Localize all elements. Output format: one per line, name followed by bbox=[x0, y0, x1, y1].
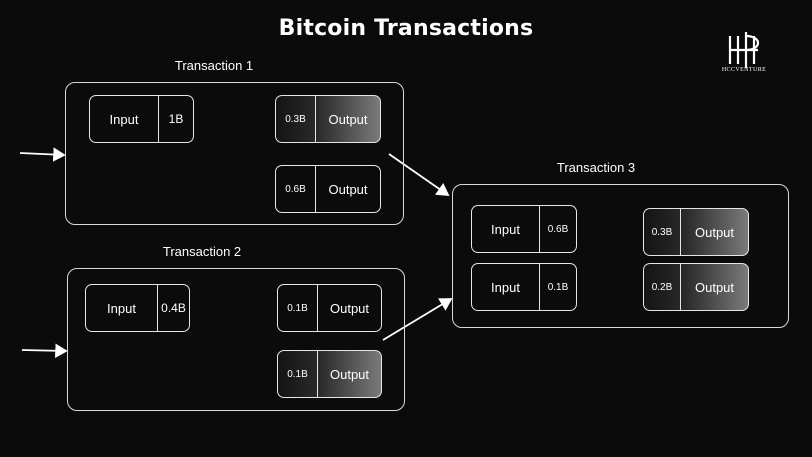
tx3-output-2: 0.2B Output bbox=[643, 263, 749, 311]
output-amount: 0.1B bbox=[287, 302, 308, 314]
output-label: Output bbox=[315, 96, 380, 142]
output-amount: 0.2B bbox=[651, 281, 673, 293]
tx2-output-2: 0.1B Output bbox=[277, 350, 382, 398]
output-label: Output bbox=[315, 166, 380, 212]
tx1-output-2: 0.6B Output bbox=[275, 165, 381, 213]
transaction-1-label: Transaction 1 bbox=[174, 58, 254, 73]
input-amount: 0.4B bbox=[157, 285, 189, 331]
input-label: Input bbox=[491, 221, 520, 237]
transaction-3-label: Transaction 3 bbox=[556, 160, 636, 175]
output-amount: 0.3B bbox=[285, 113, 306, 125]
transaction-1-box bbox=[65, 82, 404, 225]
output-label: Output bbox=[317, 285, 381, 331]
logo-icon bbox=[728, 32, 760, 68]
arrow-into-tx2 bbox=[21, 343, 68, 358]
output-amount: 0.1B bbox=[287, 368, 308, 380]
arrow-tx2-to-tx3 bbox=[382, 298, 453, 341]
transaction-2-box bbox=[67, 268, 405, 411]
input-label: Input bbox=[491, 279, 520, 295]
output-label: Output bbox=[680, 264, 748, 310]
input-amount: 0.6B bbox=[539, 206, 576, 252]
logo-text: HCCVENTURE bbox=[721, 67, 767, 73]
output-amount: 0.6B bbox=[285, 183, 306, 195]
tx1-output-1: 0.3B Output bbox=[275, 95, 381, 143]
output-label: Output bbox=[680, 209, 748, 255]
transaction-2-label: Transaction 2 bbox=[162, 244, 242, 259]
input-label: Input bbox=[107, 300, 136, 316]
output-label: Output bbox=[317, 351, 381, 397]
arrow-into-tx1 bbox=[19, 147, 66, 162]
input-label: Input bbox=[109, 111, 139, 127]
output-amount: 0.3B bbox=[651, 226, 673, 238]
input-amount: 0.1B bbox=[539, 264, 576, 310]
tx1-input: Input 1B bbox=[89, 95, 194, 143]
input-amount: 1B bbox=[158, 96, 193, 142]
tx2-input: Input 0.4B bbox=[85, 284, 190, 332]
page-title: Bitcoin Transactions bbox=[278, 16, 534, 41]
transaction-3-box bbox=[452, 184, 789, 328]
tx3-input-1: Input 0.6B bbox=[471, 205, 577, 253]
arrow-tx1-to-tx3 bbox=[388, 153, 450, 197]
tx2-output-1: 0.1B Output bbox=[277, 284, 382, 332]
tx3-input-2: Input 0.1B bbox=[471, 263, 577, 311]
tx3-output-1: 0.3B Output bbox=[643, 208, 749, 256]
